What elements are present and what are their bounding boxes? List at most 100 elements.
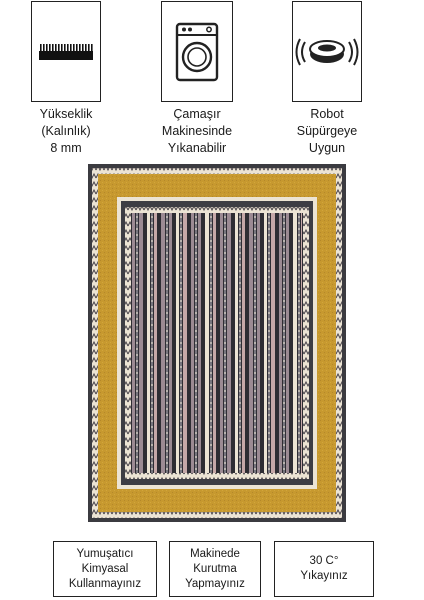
rug-stripe-dot <box>224 234 226 236</box>
rug-stripe-dot <box>210 330 212 332</box>
rug-stripe-dot <box>166 336 168 338</box>
rug-stripe-dot <box>180 468 182 470</box>
rug-stripe-dot <box>180 360 182 362</box>
rug-stripe-dot <box>210 366 212 368</box>
rug-stripe-dot <box>166 384 168 386</box>
rug-stripe <box>293 213 297 473</box>
rug-stripe-dot <box>298 366 300 368</box>
rug-stripe-dot <box>268 294 270 296</box>
rug-stripe-dot <box>210 372 212 374</box>
rug-stripe-dot <box>298 234 300 236</box>
rug-stripe-dot <box>151 306 153 308</box>
rug-stripe-dot <box>298 258 300 260</box>
rug-stripe <box>183 213 187 473</box>
rug-stripe-dot <box>298 300 300 302</box>
rug-stripe-dot <box>268 408 270 410</box>
rug-stripe-dot <box>210 288 212 290</box>
rug-stripe-dot <box>195 360 197 362</box>
rug-stripe-dot <box>298 252 300 254</box>
rug-stripe <box>132 213 135 473</box>
rug-stripe-dot <box>283 414 285 416</box>
rug-stripe-dot <box>239 402 241 404</box>
rug-stripe-dot <box>239 456 241 458</box>
rug-stripe-dot <box>268 450 270 452</box>
rug-stripe-dot <box>210 324 212 326</box>
robot-vacuum-icon <box>295 38 359 65</box>
rug-stripe-dot <box>166 216 168 218</box>
rug-stripe-dot <box>224 264 226 266</box>
rug-stripe-dot <box>254 216 256 218</box>
rug-stripe-dot <box>283 288 285 290</box>
rug-stripe-dot <box>210 462 212 464</box>
rug-stripe-dot <box>151 234 153 236</box>
rug-stripe-dot <box>268 438 270 440</box>
rug-stripe-dot <box>254 456 256 458</box>
rug-stripe-dot <box>166 246 168 248</box>
rug-stripe-dot <box>298 396 300 398</box>
rug-stripe-dot <box>268 360 270 362</box>
rug-stripe-dot <box>298 408 300 410</box>
rug-stripe-dot <box>283 402 285 404</box>
rug-stripe-dot <box>224 240 226 242</box>
rug-stripe-dot <box>210 258 212 260</box>
rug-stripe-dot <box>195 222 197 224</box>
rug-stripe-dot <box>283 336 285 338</box>
rug-stripe-dot <box>180 318 182 320</box>
rug-stripe-dot <box>195 318 197 320</box>
rug-stripe-dot <box>268 336 270 338</box>
rug-stripe-dot <box>224 282 226 284</box>
feature-label-height: Yükseklik (Kalınlık) 8 mm <box>39 107 93 155</box>
rug-stripe-dot <box>195 408 197 410</box>
rug-stripe-dot <box>180 264 182 266</box>
rug-stripe-dot <box>298 318 300 320</box>
rug-stripe-dot <box>254 390 256 392</box>
rug-stripe-dot <box>239 312 241 314</box>
washing-machine-icon-box <box>161 1 233 102</box>
rug-stripe-dot <box>268 300 270 302</box>
rug-stripe-dot <box>268 264 270 266</box>
rug-stripe-dot <box>151 228 153 230</box>
rug-stripe <box>235 213 238 473</box>
rug-stripe-dot <box>136 282 138 284</box>
rug-stripe-dot <box>151 372 153 374</box>
rug-stripe-dot <box>210 300 212 302</box>
rug-stripe-dot <box>283 240 285 242</box>
rug-stripe-dot <box>166 300 168 302</box>
rug-stripe-dot <box>180 402 182 404</box>
rug-stripe-dot <box>136 420 138 422</box>
rug-stripe-dot <box>298 270 300 272</box>
rug-stripe-dot <box>268 222 270 224</box>
rug-stripe-dot <box>298 420 300 422</box>
rug-stripe-dot <box>180 432 182 434</box>
rug-stripe-dot <box>283 342 285 344</box>
rug-stripe-dot <box>166 252 168 254</box>
rug-stripe-dot <box>268 378 270 380</box>
rug-stripe-dot <box>136 390 138 392</box>
rug-stripe-dot <box>195 468 197 470</box>
rug-stripe-dot <box>239 276 241 278</box>
rug-stripe-dot <box>136 366 138 368</box>
rug-stripe-dot <box>283 222 285 224</box>
rug-stripe-dot <box>166 360 168 362</box>
rug-stripe <box>290 213 292 473</box>
rug-stripe-dot <box>239 246 241 248</box>
rug-stripe-dot <box>166 468 168 470</box>
rug-stripe-dot <box>136 288 138 290</box>
rug-stripe-dot <box>298 438 300 440</box>
rug-stripe-dot <box>298 222 300 224</box>
rug-stripe-dot <box>136 414 138 416</box>
rug-stripe-dot <box>180 336 182 338</box>
rug-stripe-dot <box>166 312 168 314</box>
feature-label-robot: Robot Süpürgeye Uygun <box>296 107 358 155</box>
rug-stripe-dot <box>210 306 212 308</box>
rug-stripe-dot <box>210 384 212 386</box>
rug-stripe-dot <box>166 354 168 356</box>
rug-stripe-dot <box>268 396 270 398</box>
rug-stripe-dot <box>224 324 226 326</box>
rug-stripe-dot <box>166 306 168 308</box>
rug-stripe-dot <box>283 366 285 368</box>
rug-stripe-dot <box>239 222 241 224</box>
rug-stripe-dot <box>210 348 212 350</box>
rug-stripe-dot <box>283 384 285 386</box>
rug-stripe-dot <box>268 420 270 422</box>
